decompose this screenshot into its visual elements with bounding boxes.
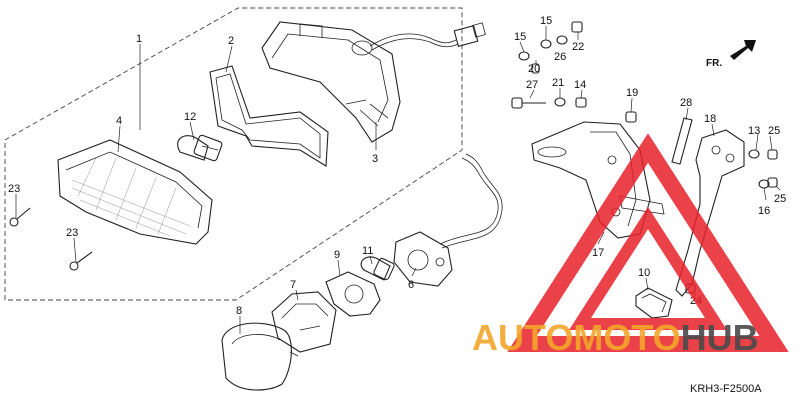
- callout-25-a: 25: [768, 125, 780, 137]
- callout-2: 2: [228, 35, 234, 47]
- callout-27: 27: [526, 79, 538, 91]
- screw-23-a: [9, 207, 31, 227]
- callout-12: 12: [184, 111, 196, 123]
- callout-10: 10: [638, 267, 650, 279]
- callout-9: 9: [334, 249, 340, 261]
- callout-13: 13: [748, 125, 760, 137]
- callout-23-b: 23: [66, 227, 78, 239]
- taillight-lens: [57, 139, 213, 245]
- callout-25-b: 25: [774, 193, 786, 205]
- license-cover: [271, 291, 337, 353]
- bulb-11: [360, 256, 395, 281]
- reflector: [635, 287, 673, 319]
- callout-15-a: 15: [514, 31, 526, 43]
- diagram-code: KRH3-F2500A: [690, 383, 762, 395]
- callout-21: 21: [552, 77, 564, 89]
- callout-4: 4: [116, 115, 122, 127]
- callout-22: 22: [572, 41, 584, 53]
- front-direction-label: FR.: [706, 58, 722, 69]
- callout-18: 18: [704, 113, 716, 125]
- callout-23-a: 23: [8, 183, 20, 195]
- callout-20: 20: [528, 63, 540, 75]
- callout-11: 11: [362, 245, 373, 257]
- screw-23-b: [69, 251, 93, 271]
- gasket: [209, 65, 329, 167]
- watermark-brand: AUTOMOTOHUB: [472, 317, 759, 358]
- front-direction-indicator: FR.: [706, 40, 756, 69]
- callout-15-b: 15: [540, 15, 552, 27]
- strip-28: [671, 117, 693, 165]
- callout-6: 6: [408, 279, 414, 291]
- license-lens: [221, 322, 299, 391]
- bulb-12: [177, 134, 223, 162]
- callout-16: 16: [758, 205, 770, 217]
- callout-1: 1: [136, 33, 142, 45]
- callout-26: 26: [554, 51, 566, 63]
- callout-7: 7: [290, 279, 296, 291]
- leader-lines: [15, 26, 781, 334]
- callout-17: 17: [592, 247, 604, 259]
- callout-labels: 1 2 3 4 12 23 23 8 7 9 11 6 15 20 15 26 …: [8, 15, 786, 317]
- watermark-brand-part1: AUTOMOTO: [472, 317, 681, 358]
- callout-19: 19: [626, 87, 638, 99]
- license-socket: [393, 153, 503, 287]
- watermark-triangle-logo: [507, 133, 789, 352]
- callout-14: 14: [574, 79, 586, 91]
- callout-8: 8: [236, 305, 242, 317]
- callout-3: 3: [372, 153, 378, 165]
- watermark-brand-part2: HUB: [681, 317, 759, 358]
- license-gasket: [325, 271, 381, 317]
- taillight-housing: [261, 21, 486, 143]
- assembly-boundary: [4, 7, 463, 301]
- callout-28: 28: [680, 97, 692, 109]
